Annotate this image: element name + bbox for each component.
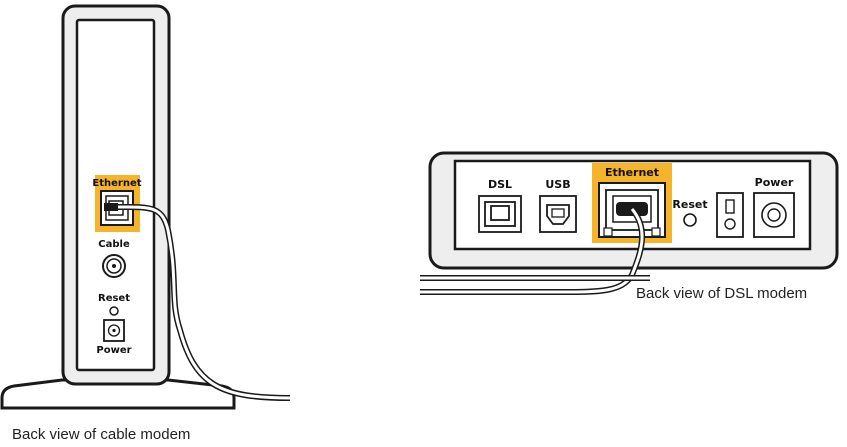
cable-modem-caption: Back view of cable modem: [12, 426, 190, 443]
dsl-power-label: Power: [755, 176, 794, 189]
cable-power-port[interactable]: [104, 320, 124, 341]
cable-ethernet-label: Ethernet: [92, 178, 141, 189]
dsl-ethernet-label: Ethernet: [605, 166, 659, 179]
cable-port-label: Cable: [98, 239, 130, 250]
cable-power-label: Power: [96, 345, 131, 356]
power-switch[interactable]: [717, 193, 743, 237]
dsl-power-port[interactable]: [754, 193, 794, 237]
dsl-reset-button[interactable]: [684, 214, 696, 226]
dsl-port-label: DSL: [488, 178, 512, 191]
dsl-modem: DSL USB Ethernet Reset: [420, 153, 837, 302]
dsl-reset-label: Reset: [672, 198, 707, 211]
dsl-port[interactable]: [479, 196, 521, 232]
cable-reset-label: Reset: [98, 293, 130, 304]
cable-modem: Ethernet Cable Reset Power: [2, 6, 290, 443]
dsl-modem-caption: Back view of DSL modem: [636, 285, 807, 302]
usb-port-label: USB: [545, 178, 570, 191]
coax-connector-icon[interactable]: [103, 255, 125, 277]
usb-port[interactable]: [540, 196, 576, 232]
cable-reset-button[interactable]: [110, 307, 118, 315]
